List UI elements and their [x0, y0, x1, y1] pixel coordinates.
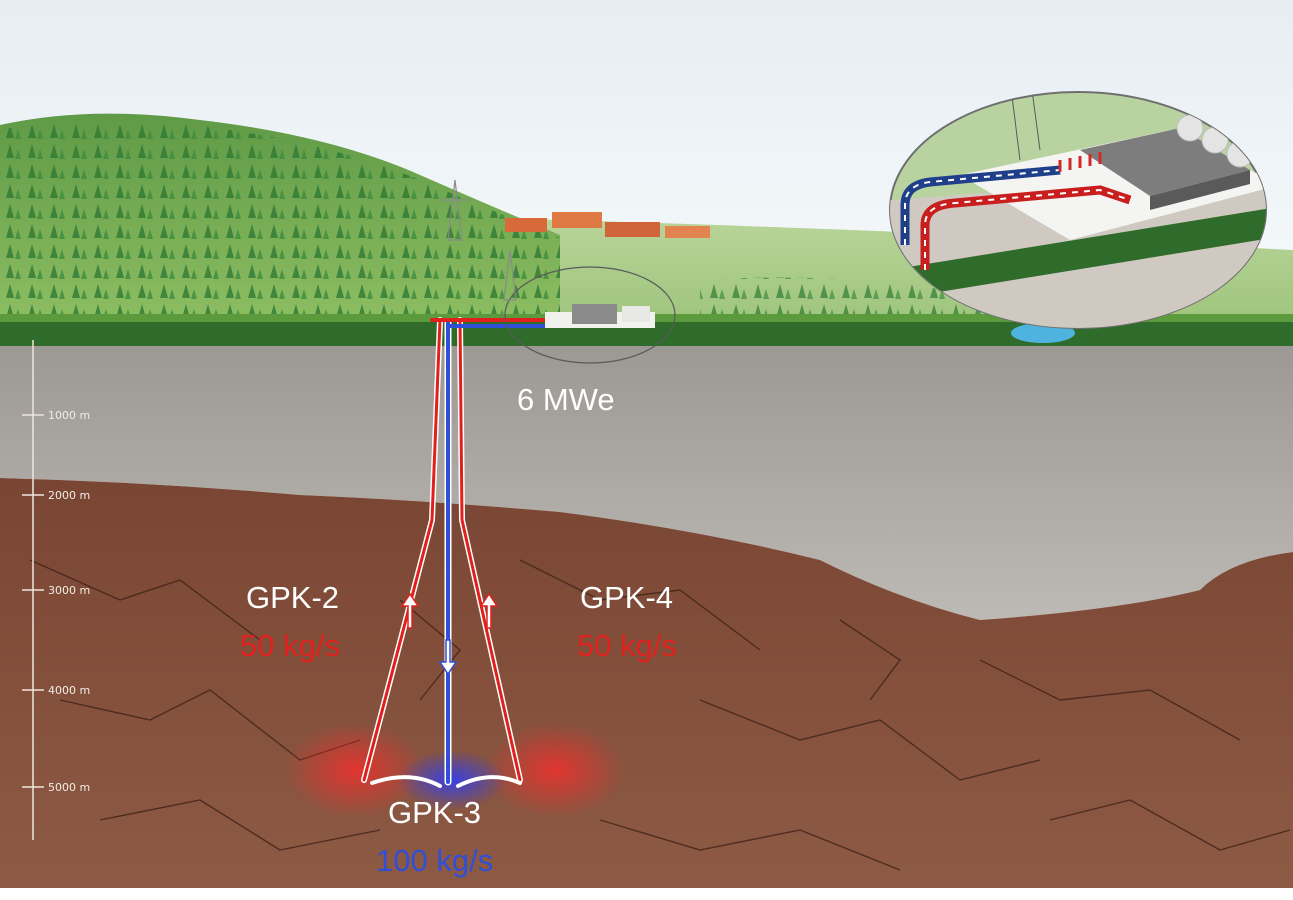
well-gpk3-flow: 100 kg/s: [376, 843, 494, 878]
depth-label-4000: 4000 m: [48, 684, 91, 697]
down-arrow-center: [438, 639, 458, 676]
flow-arrows: [400, 592, 499, 676]
hot-zone-right: [485, 722, 625, 818]
depth-label-3000: 3000 m: [48, 584, 91, 597]
cold-zone-center: [397, 750, 507, 810]
up-arrow-right: [479, 592, 499, 629]
power-pylon: [440, 179, 517, 301]
rock-fractures: [29, 559, 1291, 871]
well-gpk3-name: GPK-3: [388, 795, 482, 830]
well-gpk4-name: GPK-4: [580, 580, 674, 615]
depth-label-1000: 1000 m: [48, 409, 91, 422]
well-gpk4-flow: 50 kg/s: [577, 628, 677, 663]
depth-label-2000: 2000 m: [48, 489, 91, 502]
depth-scale: [22, 340, 44, 840]
flow-arrows-bottom: [370, 775, 522, 788]
power-plant: [504, 266, 676, 364]
sediment-layer: [0, 346, 1293, 620]
well-gpk2-name: GPK-2: [246, 580, 340, 615]
depth-label-5000: 5000 m: [48, 781, 91, 794]
village: [505, 212, 710, 238]
plant-output-label: 6 MWe: [517, 382, 615, 417]
up-arrow-left: [400, 592, 420, 629]
well-gpk2-flow: 50 kg/s: [240, 628, 340, 663]
wells: [361, 317, 547, 788]
plant-detail-inset: [889, 91, 1267, 329]
hot-zone-left: [285, 722, 425, 818]
